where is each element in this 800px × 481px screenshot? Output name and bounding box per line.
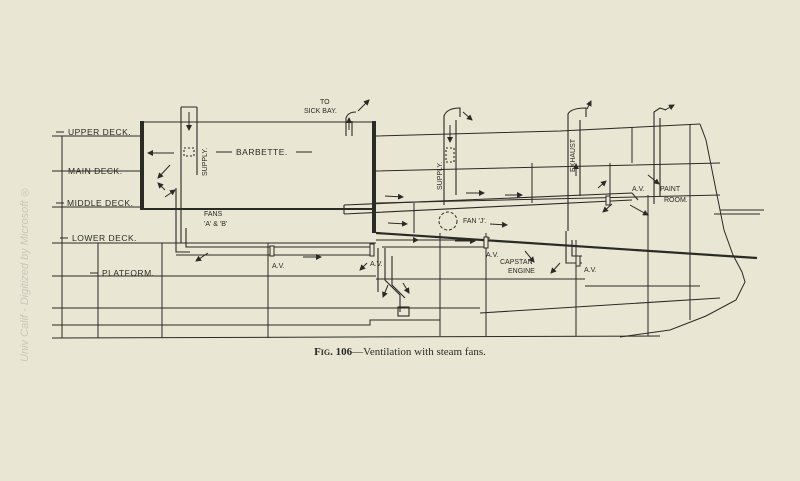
outlet-box	[397, 306, 410, 317]
keel-line	[51, 335, 661, 339]
fans-label: FANS	[204, 211, 223, 218]
arrow-paint-up	[664, 104, 675, 111]
supply-damper-left	[183, 147, 195, 157]
av-label-1: A.V.	[272, 263, 285, 270]
arrow-sick-bay	[357, 99, 370, 112]
supply-damper-mid	[445, 147, 455, 163]
av-label-4: A.V.	[584, 267, 597, 274]
fans-ab-label: 'A' & 'B'	[204, 221, 227, 228]
fan-j-label: FAN 'J'.	[463, 218, 487, 225]
figure-caption-text: —Ventilation with steam fans.	[352, 346, 486, 358]
hold-line-2	[52, 319, 440, 326]
supply-trunk-mid	[443, 107, 461, 205]
supply-left-label: SUPPLY.	[202, 148, 209, 176]
paint-label: PAINT	[660, 186, 681, 193]
deck-labels: UPPER DECK. MAIN DECK. MIDDLE DECK. LOWE…	[56, 127, 155, 278]
valve-1	[269, 245, 275, 257]
arrow-duct-5	[597, 180, 607, 189]
sick-bay-cowl	[345, 111, 357, 136]
fan-j-symbol	[438, 211, 458, 231]
valve-5	[369, 243, 375, 257]
hold-line-1	[52, 297, 721, 314]
arrow-lower-9	[359, 262, 368, 271]
platform-line-fwd	[376, 278, 700, 287]
middle-deck-duct	[343, 192, 639, 215]
engine-label: ENGINE	[508, 268, 535, 275]
waterline	[714, 209, 764, 215]
av-label-3: A.V.	[486, 252, 499, 259]
component-labels: BARBETTE. SUPPLY. SUPPLY. EXHAUST TO SIC…	[202, 99, 688, 275]
paint-room-cowl	[653, 107, 667, 204]
platform-label: PLATFORM.	[102, 268, 155, 278]
arrow-supply-mid-up	[462, 111, 473, 121]
barbette-label: BARBETTE.	[236, 147, 288, 157]
hull-structure	[51, 121, 764, 339]
bow-profile	[619, 123, 746, 338]
valve-3	[575, 255, 581, 267]
down-trunk-1	[377, 248, 406, 312]
ventilation-trunks	[175, 106, 667, 317]
upper-deck-line	[52, 123, 701, 137]
figure-caption: Fig. 106—Ventilation with steam fans.	[0, 346, 800, 358]
frames	[61, 124, 691, 338]
arrow-lower-6	[402, 282, 410, 294]
supply-trunk-left	[180, 106, 198, 243]
arrow-exhaust-up	[586, 100, 592, 110]
arrow-duct-8	[489, 221, 508, 228]
supply-mid-label: SUPPLY.	[437, 162, 444, 190]
exhaust-label: EXHAUST	[570, 138, 577, 172]
figure-number: Fig. 106	[314, 346, 353, 358]
arrow-lower-8	[550, 262, 561, 274]
arrow-duct-7	[387, 220, 408, 227]
av-label-2: A.V.	[370, 261, 383, 268]
arrow-paint-in	[647, 174, 660, 185]
arrow-lower-4	[195, 252, 209, 262]
room-label: ROOM.	[664, 197, 688, 204]
arrow-duct-1	[384, 193, 404, 200]
valve-4	[605, 195, 611, 206]
exhaust-trunk	[567, 107, 587, 231]
sick-bay-label: SICK BAY.	[304, 108, 337, 115]
arrow-duct-4	[602, 203, 613, 213]
arrow-fan-ab	[164, 189, 176, 198]
arrow-duct-6	[629, 204, 649, 216]
main-deck-label: MAIN DECK.	[68, 166, 123, 176]
arrow-lower-5	[382, 284, 389, 298]
main-deck-line	[52, 162, 721, 172]
dash-marks	[148, 151, 312, 154]
valves	[269, 195, 611, 267]
arrow-lower-7	[524, 250, 535, 263]
arrow-barbette-up-left	[157, 164, 171, 179]
av-label-5: A.V.	[632, 186, 645, 193]
capstan-label: CAPSTAN	[500, 259, 533, 266]
sick-bay-to-label: TO	[320, 99, 330, 106]
valve-2	[483, 236, 489, 249]
upper-deck-label: UPPER DECK.	[68, 127, 131, 137]
middle-deck-label: MIDDLE DECK.	[67, 198, 133, 208]
lower-deck-label: LOWER DECK.	[72, 233, 137, 243]
arrow-barbette-down-left	[157, 182, 166, 191]
